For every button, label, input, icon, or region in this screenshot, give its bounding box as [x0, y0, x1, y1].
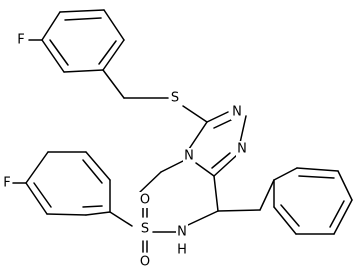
- triazole-nitrogen-label: N: [237, 142, 247, 157]
- oxygen-atom-label: O: [140, 255, 150, 270]
- atom-labels: F S N N N F O S N H O: [0, 32, 248, 270]
- amide-hydrogen-label: H: [177, 243, 187, 258]
- triazole-nitrogen-label: N: [184, 149, 194, 164]
- fluorine-atom-label: F: [3, 176, 10, 191]
- sulfonyl-sulfur-label: S: [141, 222, 149, 237]
- thioether-sulfur-label: S: [171, 91, 179, 106]
- triazole-nitrogen-label: N: [232, 105, 242, 120]
- bond-lines: [12, 9, 353, 253]
- oxygen-atom-label: O: [140, 193, 150, 208]
- fluorine-atom-label: F: [17, 33, 24, 48]
- amide-nitrogen-label: N: [177, 225, 187, 240]
